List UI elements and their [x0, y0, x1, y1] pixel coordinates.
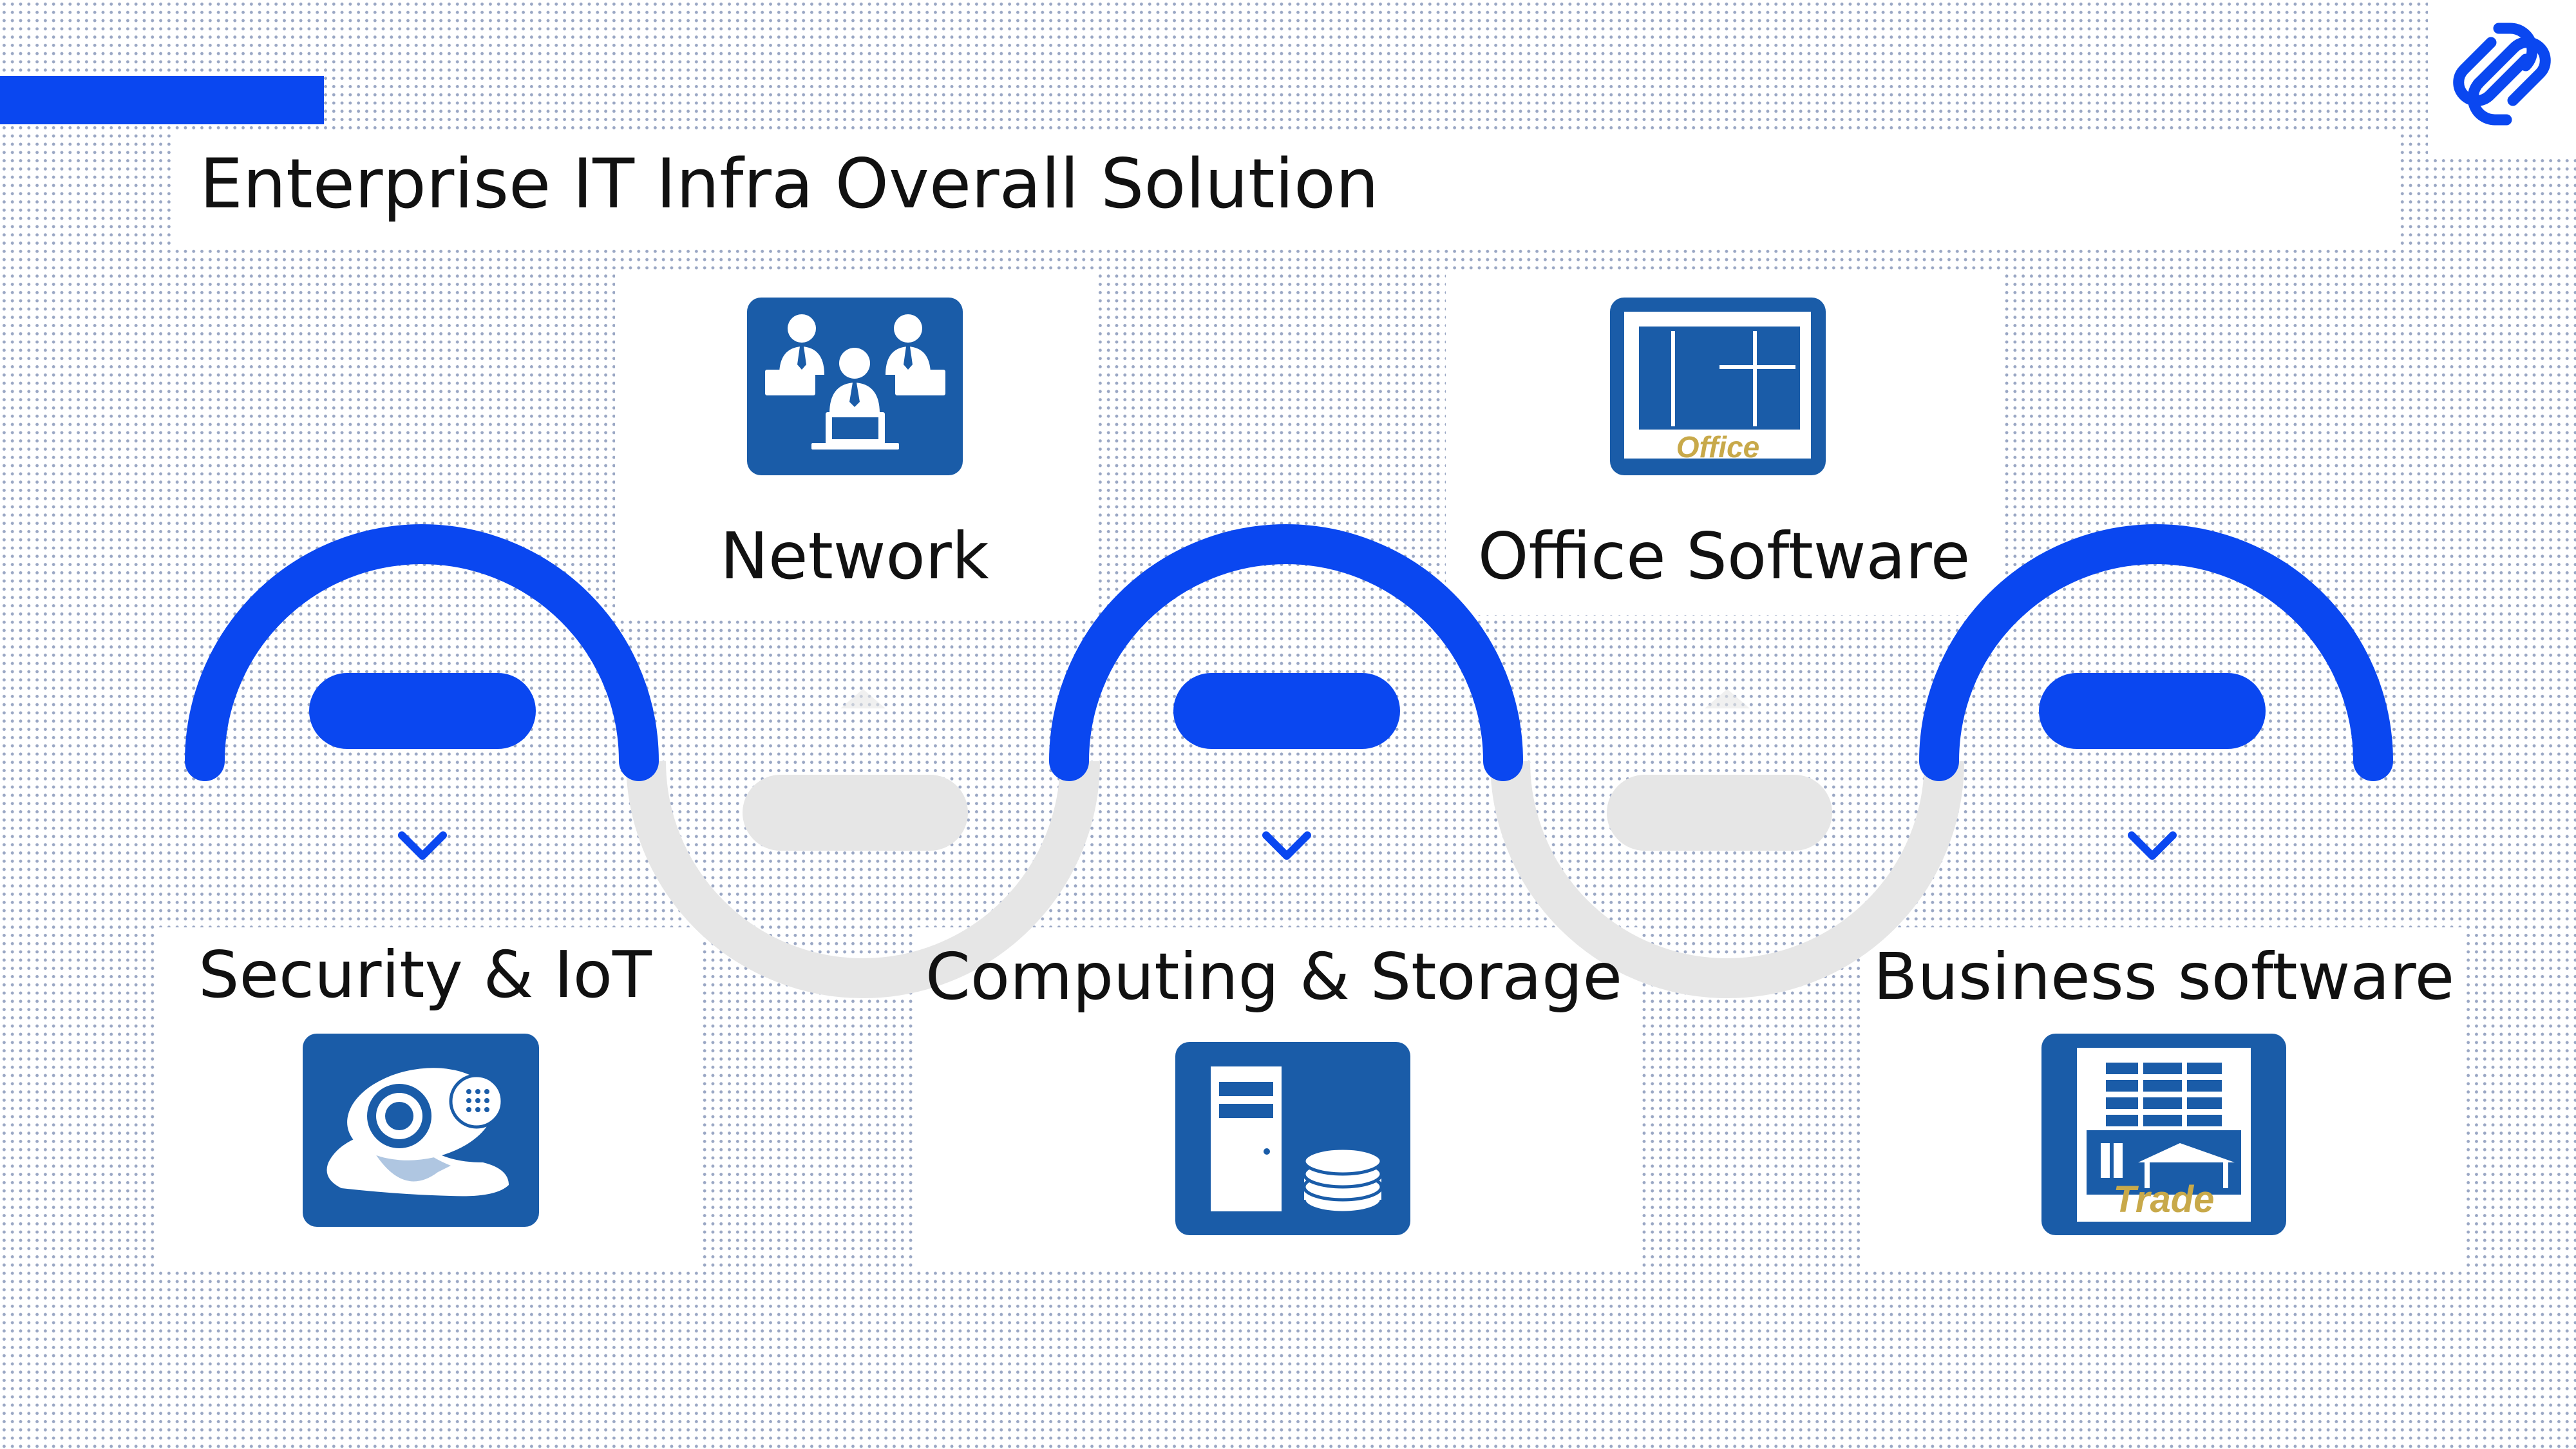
security-camera-icon — [303, 1034, 539, 1227]
office-building-icon: Office — [1610, 298, 1826, 475]
chevron-down-icon — [1262, 831, 1311, 860]
accent-bar — [0, 76, 324, 124]
step-pill-3 — [2039, 673, 2266, 749]
chevron-down-icon — [398, 831, 447, 860]
logo — [2428, 0, 2576, 158]
step-label-office: Office Software — [1477, 518, 1971, 594]
step-arc-2 — [1049, 524, 1523, 781]
step-arc-3 — [1919, 524, 2393, 781]
network-people-icon — [747, 298, 963, 475]
chevron-down-icon — [2128, 831, 2177, 860]
connector-pill-2 — [1607, 775, 1832, 851]
connector-caret-1 — [840, 689, 886, 708]
server-storage-icon — [1175, 1042, 1410, 1235]
step-arc-1 — [185, 524, 659, 781]
step-label-computing: Computing & Storage — [925, 939, 1622, 1014]
page-title: Enterprise IT Infra Overall Solution — [200, 144, 1379, 223]
connector-arc-2 — [1490, 761, 1964, 998]
step-pill-2 — [1173, 673, 1400, 749]
connector-caret-2 — [1705, 689, 1750, 708]
step-label-network: Network — [720, 518, 989, 594]
connector-arc-1 — [626, 761, 1100, 998]
office-tile-label: Office — [1676, 430, 1760, 464]
step-label-business: Business software — [1873, 939, 2455, 1014]
step-pill-1 — [309, 673, 536, 749]
trade-tile-label: Trade — [2113, 1179, 2215, 1220]
chain-link-logo-icon — [2453, 23, 2551, 126]
trade-building-icon: Trade — [2041, 1034, 2286, 1235]
title-box: Enterprise IT Infra Overall Solution — [174, 133, 2396, 249]
step-label-security: Security & IoT — [198, 937, 652, 1012]
connector-pill-1 — [743, 775, 968, 851]
